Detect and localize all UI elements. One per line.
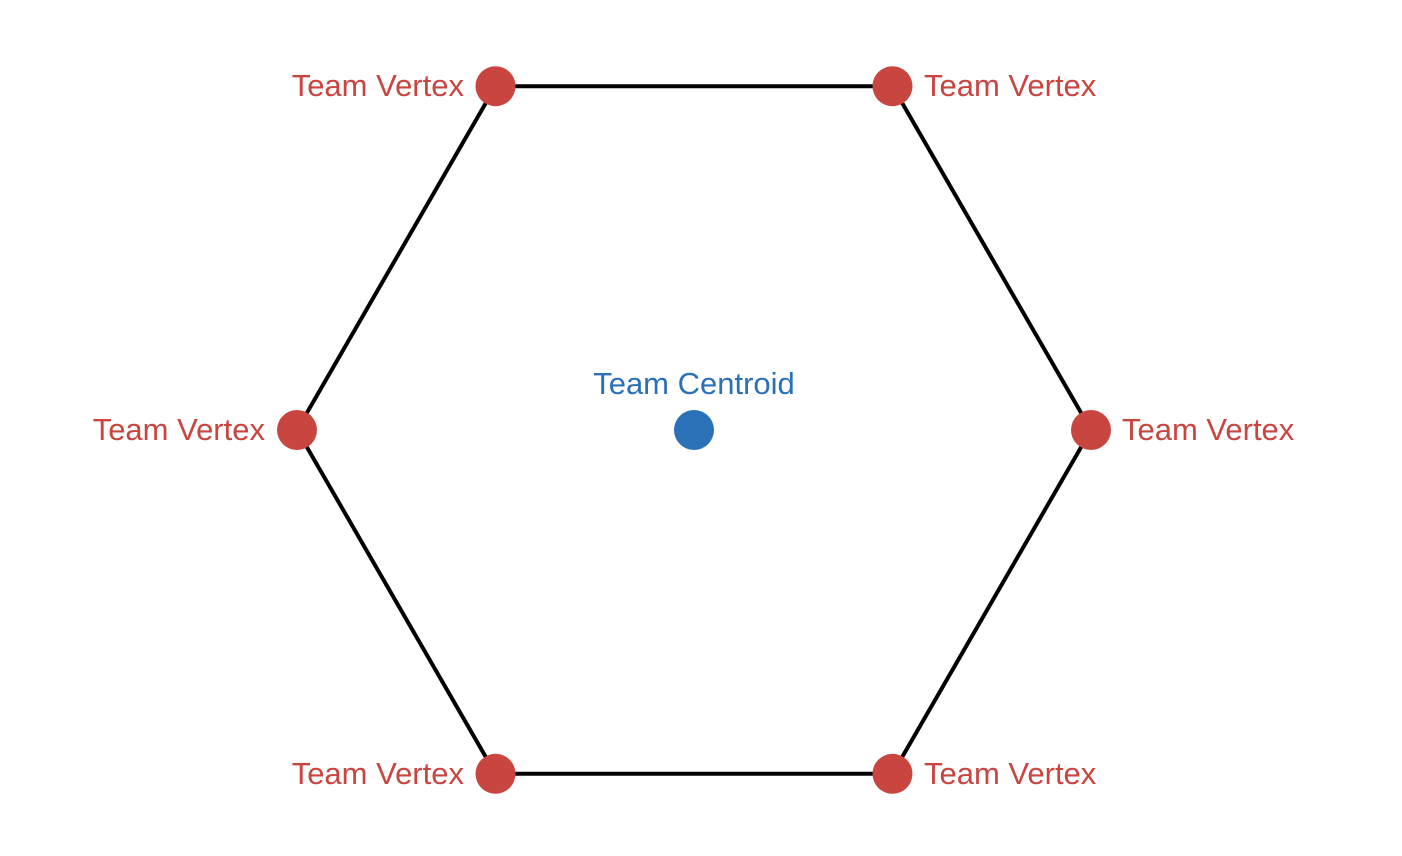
vertex-node-top-left [475,66,516,107]
vertex-node-bottom-left [475,753,516,794]
vertex-label-bottom-right: Team Vertex [924,756,1097,791]
vertex-label-right: Team Vertex [1122,412,1295,447]
vertex-label-top-right: Team Vertex [924,68,1097,103]
vertex-label-left: Team Vertex [93,412,266,447]
vertex-node-right [1071,410,1111,450]
vertex-node-left [277,410,317,450]
vertex-node-top-right [872,66,913,107]
vertex-label-top-left: Team Vertex [292,68,465,103]
vertex-label-bottom-left: Team Vertex [292,756,465,791]
centroid-label: Team Centroid [593,366,795,401]
vertex-node-bottom-right [872,753,913,794]
centroid-node [674,410,714,450]
